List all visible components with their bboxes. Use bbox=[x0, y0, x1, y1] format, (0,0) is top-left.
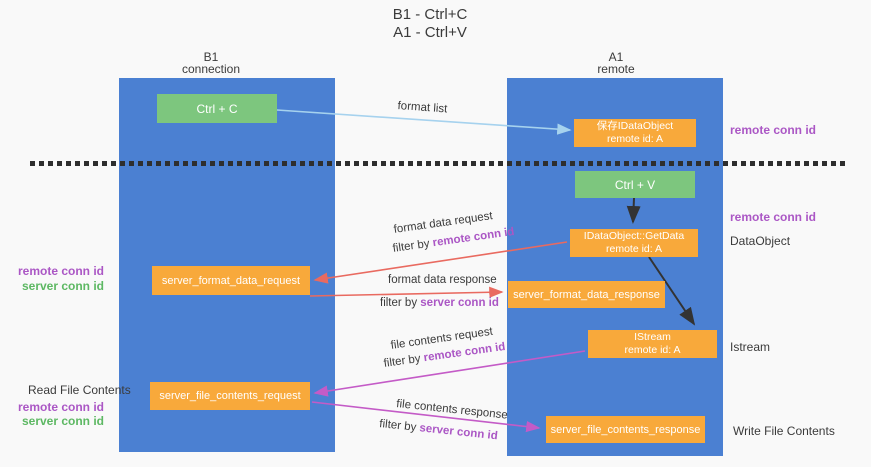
node-server-file-contents-request: server_file_contents_request bbox=[150, 382, 310, 410]
node-ctrl-c-label: Ctrl + C bbox=[196, 101, 238, 116]
remote-conn-id-text: remote conn id bbox=[431, 225, 516, 250]
node-ctrl-v-label: Ctrl + V bbox=[614, 177, 656, 192]
node-server-file-contents-response-label: server_file_contents_response bbox=[550, 423, 701, 436]
annotation-left-remote-conn-id-mid: remote conn id bbox=[18, 264, 105, 278]
server-conn-id-text: server conn id bbox=[420, 297, 499, 309]
label-format-list: format list bbox=[397, 100, 448, 116]
filter-by-text: filter by bbox=[392, 237, 431, 255]
left-column-role: connection bbox=[181, 62, 241, 76]
node-istream-line1: IStream bbox=[634, 331, 671, 343]
node-save-idataobject-line2: remote id: A bbox=[606, 133, 664, 145]
annotation-left-server-conn-id-bottom: server conn id bbox=[21, 414, 104, 428]
left-column-name: B1 bbox=[203, 50, 219, 64]
filter-by-text: filter by bbox=[380, 297, 418, 309]
arrow-format-data-response bbox=[309, 286, 504, 298]
node-idataobject-getdata: IDataObject::GetData remote id: A bbox=[570, 229, 698, 257]
node-server-format-data-request: server_format_data_request bbox=[152, 266, 310, 295]
annotation-remote-conn-id-mid: remote conn id bbox=[730, 210, 817, 224]
node-server-format-data-response-label: server_format_data_response bbox=[513, 288, 660, 301]
right-column-role: remote bbox=[597, 62, 635, 76]
filter-by-text: filter by bbox=[378, 418, 417, 434]
annotation-remote-conn-id-top: remote conn id bbox=[730, 123, 817, 137]
diagram-title: B1 - Ctrl+C A1 - Ctrl+V bbox=[300, 6, 560, 42]
node-save-idataobject-line1: 保存IDataObject bbox=[596, 120, 674, 132]
annotation-left-remote-conn-id-bottom: remote conn id bbox=[18, 400, 105, 414]
label-filter-by-server-conn-id-2: filter by server conn id bbox=[379, 418, 499, 442]
node-istream-line2: remote id: A bbox=[624, 344, 681, 356]
annotation-write-file-contents: Write File Contents bbox=[733, 424, 835, 438]
title-line-a1: A1 - Ctrl+V bbox=[393, 24, 467, 41]
right-column-name: A1 bbox=[608, 50, 624, 64]
annotation-istream: Istream bbox=[730, 340, 771, 354]
phase-separator-dashed-line bbox=[30, 161, 845, 166]
annotation-dataobject: DataObject bbox=[730, 234, 791, 248]
node-getdata-line1: IDataObject::GetData bbox=[583, 230, 685, 242]
server-conn-id-text: server conn id bbox=[418, 422, 499, 443]
label-filter-by-server-conn-id-1: filter by server conn id bbox=[380, 297, 499, 309]
filter-by-text: filter by bbox=[383, 352, 422, 370]
node-ctrl-v: Ctrl + V bbox=[575, 171, 695, 198]
left-column-header: B1 connection bbox=[151, 51, 271, 75]
node-istream: IStream remote id: A bbox=[588, 330, 717, 358]
node-server-format-data-request-label: server_format_data_request bbox=[161, 274, 301, 287]
node-server-file-contents-response: server_file_contents_response bbox=[546, 416, 705, 443]
right-column-header: A1 remote bbox=[556, 51, 676, 75]
node-server-format-data-response: server_format_data_response bbox=[508, 281, 665, 308]
node-save-idataobject: 保存IDataObject remote id: A bbox=[574, 119, 696, 147]
node-ctrl-c: Ctrl + C bbox=[157, 94, 277, 123]
node-getdata-line2: remote id: A bbox=[605, 243, 663, 255]
annotation-read-file-contents: Read File Contents bbox=[28, 383, 131, 397]
title-line-b1: B1 - Ctrl+C bbox=[392, 6, 468, 23]
annotation-left-server-conn-id-mid: server conn id bbox=[21, 279, 104, 293]
label-file-contents-response: file contents response bbox=[395, 398, 509, 422]
label-format-data-response: format data response bbox=[388, 274, 497, 286]
node-server-file-contents-request-label: server_file_contents_request bbox=[159, 390, 301, 402]
